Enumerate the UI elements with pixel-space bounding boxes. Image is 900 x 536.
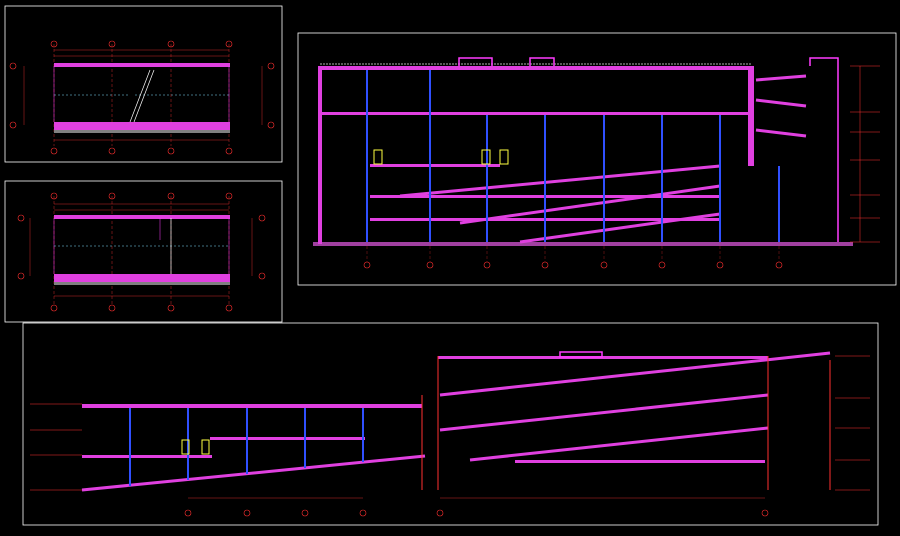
view-b-frame [4,180,283,323]
view-a-roof-slab [54,63,230,67]
view-b-section [4,180,283,323]
view-c-foundation [313,242,853,246]
view-d-left-mid-slab [82,455,212,458]
view-d-right-ramps [439,351,831,462]
view-a-ground-hatch [54,130,230,133]
view-d-left-roof-slab [82,404,422,408]
view-c-frame [297,32,897,286]
view-c-grid-lines [366,246,780,262]
view-d-left-ramp [81,454,426,492]
view-d-right-walls [421,356,831,490]
view-a-floor-slab [54,122,230,130]
view-c-left-wall [318,66,322,244]
view-b-ground-hatch [54,282,230,285]
view-b-floor-slab [54,274,230,282]
view-c-elevation-marks [850,65,880,243]
view-c-highlight-doors [373,149,509,165]
view-d-elevation-marks [30,355,870,491]
view-d-right-roof-slab [438,356,768,359]
view-a-frame [4,5,283,163]
view-d-roof-monitor [559,351,603,358]
view-d-right-base-slab [515,460,765,463]
view-c-roof-monitors [458,57,839,242]
view-b-roof-slab [54,215,230,219]
view-b-interior [53,218,230,274]
view-a-interior [53,66,230,123]
view-b-dimensions [29,203,253,297]
view-c-level-2-slab [320,112,752,115]
view-a-section [4,5,283,163]
view-c-columns [366,70,780,242]
view-c-ramps [399,74,807,244]
view-d-left-doors [181,439,210,455]
view-d-frame [22,322,879,526]
view-c-level-3-slab [370,164,500,167]
view-d-left-mezz-slab [210,437,365,440]
view-b-axis-bubbles [17,192,266,312]
view-d-left-columns [129,408,364,486]
view-d-section [22,322,879,526]
view-c-roof-slab [320,66,752,70]
view-a-axis-bubbles [9,40,275,155]
view-c-section [297,32,897,286]
view-c-core-wall [748,66,754,166]
view-a-dimensions [23,49,263,141]
view-d-axis-bubbles [184,509,769,517]
